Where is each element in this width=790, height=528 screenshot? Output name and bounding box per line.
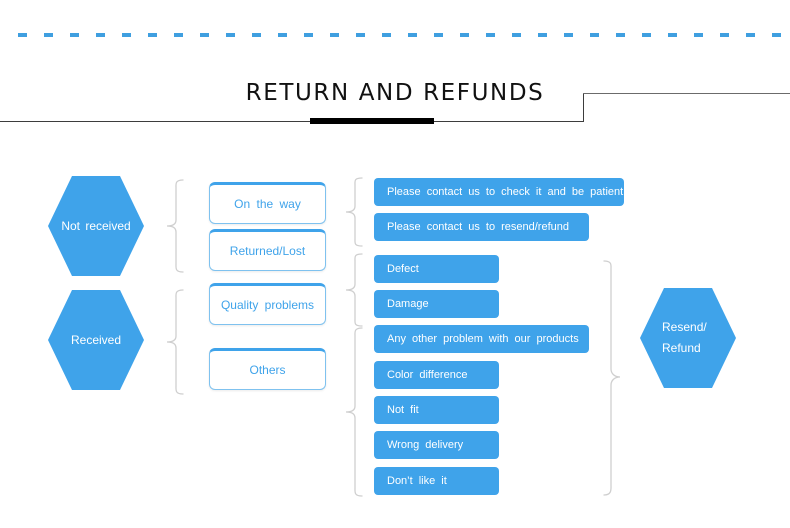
node-contact-resend-label: Please contact us to resend/refund: [387, 221, 569, 233]
node-received-body: Received: [48, 290, 144, 390]
brace-resend-refund: [600, 259, 624, 499]
dash-segment: [174, 33, 183, 37]
node-resend-refund-body: Resend/ Refund: [640, 288, 736, 388]
node-quality-problems-label: Quality problems: [220, 298, 315, 312]
node-returned-lost-label: Returned/Lost: [229, 244, 306, 258]
node-wrong-delivery[interactable]: Wrong delivery: [374, 431, 499, 459]
dash-segment: [252, 33, 261, 37]
node-wrong-delivery-label: Wrong delivery: [387, 439, 464, 451]
dash-segment: [44, 33, 53, 37]
node-received[interactable]: Received: [44, 286, 148, 394]
dash-segment: [538, 33, 547, 37]
node-resend-refund-label: Resend/ Refund: [662, 320, 707, 355]
dash-segment: [564, 33, 573, 37]
dash-segment: [356, 33, 365, 37]
node-returned-lost[interactable]: Returned/Lost: [209, 229, 326, 271]
dash-segment: [720, 33, 729, 37]
node-quality-problems[interactable]: Quality problems: [209, 283, 326, 325]
node-not-fit-label: Not fit: [387, 404, 419, 416]
node-not-received-label: Not received: [61, 219, 131, 233]
dash-segment: [512, 33, 521, 37]
dash-segment: [200, 33, 209, 37]
dash-segment: [96, 33, 105, 37]
node-defect[interactable]: Defect: [374, 255, 499, 283]
brace-received: [163, 288, 187, 396]
node-on-the-way-label: On the way: [234, 197, 301, 211]
dash-segment: [18, 33, 27, 37]
node-not-fit[interactable]: Not fit: [374, 396, 499, 424]
dash-segment: [772, 33, 781, 37]
node-damage-label: Damage: [387, 298, 429, 310]
dash-segment: [642, 33, 651, 37]
top-dotted-rule: [0, 33, 790, 38]
dash-segment: [746, 33, 755, 37]
brace-on-the-way: [342, 176, 366, 248]
node-resend-refund[interactable]: Resend/ Refund: [636, 284, 740, 392]
node-others-label: Others: [249, 363, 286, 377]
dash-segment: [122, 33, 131, 37]
dash-segment: [278, 33, 287, 37]
node-contact-resend[interactable]: Please contact us to resend/refund: [374, 213, 589, 241]
brace-not-received: [163, 178, 187, 274]
header-rule-riser: [583, 93, 584, 122]
node-dont-like-it-label: Don’t like it: [387, 475, 447, 487]
node-not-received-body: Not received: [48, 176, 144, 276]
node-contact-check-label: Please contact us to check it and be pat…: [387, 186, 624, 198]
dash-segment: [460, 33, 469, 37]
brace-quality-problems: [342, 252, 366, 328]
dash-segment: [486, 33, 495, 37]
node-not-received[interactable]: Not received: [44, 172, 148, 280]
brace-others: [342, 326, 366, 498]
node-color-difference-label: Color difference: [387, 369, 468, 381]
page-title: RETURN AND REFUNDS: [245, 80, 545, 106]
node-others[interactable]: Others: [209, 348, 326, 390]
node-received-label: Received: [70, 333, 122, 347]
dash-segment: [226, 33, 235, 37]
page-header: RETURN AND REFUNDS: [0, 80, 790, 130]
node-on-the-way[interactable]: On the way: [209, 182, 326, 224]
node-any-other-problem-label: Any other problem with our products: [387, 333, 579, 345]
node-contact-check[interactable]: Please contact us to check it and be pat…: [374, 178, 624, 206]
node-any-other-problem[interactable]: Any other problem with our products: [374, 325, 589, 353]
dash-segment: [668, 33, 677, 37]
dash-segment: [148, 33, 157, 37]
dash-segment: [694, 33, 703, 37]
header-rule-right: [583, 93, 790, 94]
header-rule-accent: [310, 118, 434, 124]
dash-segment: [408, 33, 417, 37]
node-defect-label: Defect: [387, 263, 419, 275]
dash-segment: [382, 33, 391, 37]
header-rule-left: [0, 121, 583, 122]
dash-segment: [590, 33, 599, 37]
dash-segment: [304, 33, 313, 37]
dash-segment: [616, 33, 625, 37]
dash-segment: [330, 33, 339, 37]
node-dont-like-it[interactable]: Don’t like it: [374, 467, 499, 495]
dash-segment: [434, 33, 443, 37]
node-damage[interactable]: Damage: [374, 290, 499, 318]
dash-segment: [70, 33, 79, 37]
node-color-difference[interactable]: Color difference: [374, 361, 499, 389]
